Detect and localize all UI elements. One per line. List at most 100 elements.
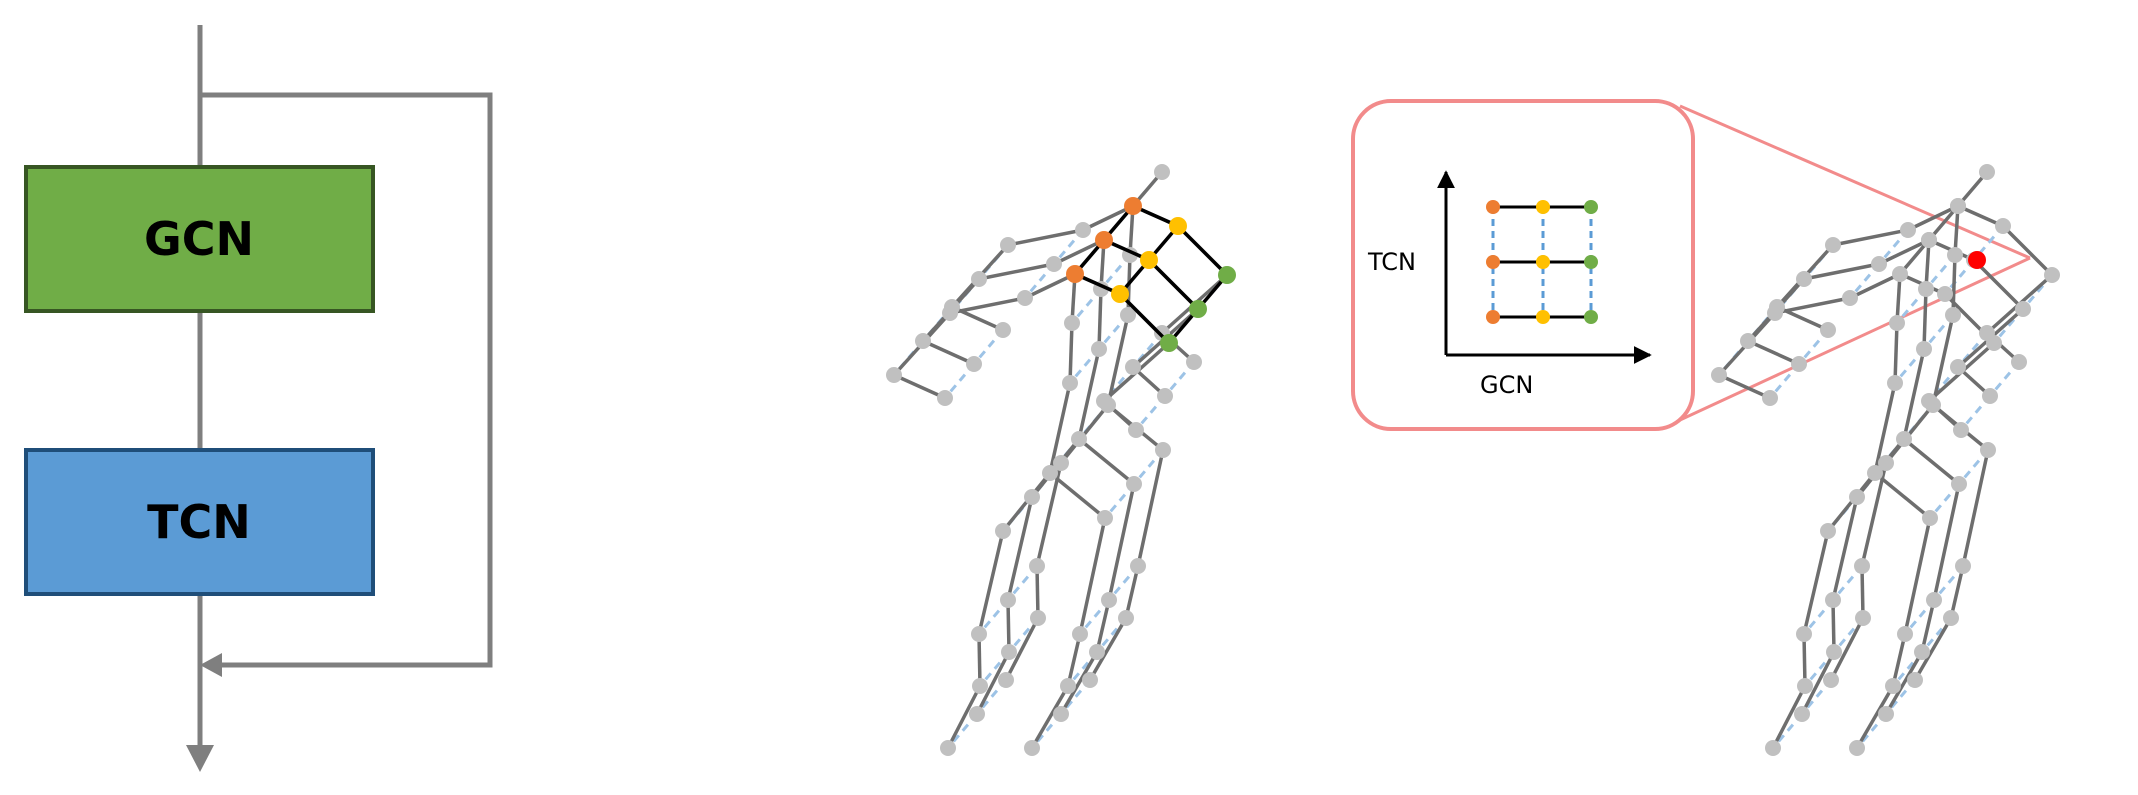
inset-joint-grid [1486,200,1598,324]
inset-x-axis-label: GCN [1480,371,1533,399]
bone [1957,204,2004,228]
highlight-joint-orange [1095,231,1113,249]
bone [1059,651,1099,715]
inset-joint-green [1584,255,1598,269]
residual-arrow-head [200,653,222,677]
bone [2001,224,2054,277]
joint [966,356,982,372]
joint [1855,610,1871,626]
bone [1920,599,1936,653]
bone [893,373,946,400]
joint [1921,232,1937,248]
block-diagram: GCN TCN [24,25,493,772]
joint [1711,367,1727,383]
bone [1903,517,1932,635]
tcn-block-label: TCN [147,495,251,549]
gcn-block-label: GCN [144,212,254,266]
joint [1155,442,1171,458]
joint [1130,558,1146,574]
bone [1951,254,1957,316]
bone [1082,204,1134,232]
joint [915,333,931,349]
inset-joint-yellow [1536,310,1550,324]
joint [1979,164,1995,180]
joint [1128,422,1144,438]
joint [1091,341,1107,357]
joint [1097,510,1113,526]
bone [1095,599,1111,653]
joint [1089,644,1105,660]
joint [969,706,985,722]
joint [1896,431,1912,447]
joint [1126,476,1142,492]
bone [1053,238,1105,266]
joint [1878,706,1894,722]
inset-joint-green [1584,310,1598,324]
joint [886,367,902,383]
joint [972,678,988,694]
bone [1800,651,1836,715]
joint [1950,359,1966,375]
bone [1931,314,1955,406]
bone [1802,530,1830,635]
bone [1006,496,1034,601]
joint [2011,354,2027,370]
bone [1077,348,1101,440]
highlight-joint-yellow [1140,251,1158,269]
joint [2044,267,2060,283]
inset-joint-orange [1486,255,1500,269]
joint [1951,476,1967,492]
joint [971,271,987,287]
joint [1794,706,1810,722]
joint [1892,266,1908,282]
bone [1066,633,1082,687]
joint [1101,592,1117,608]
joint [1926,592,1942,608]
joint [1921,393,1937,409]
bone [1913,617,1953,681]
bone [1107,483,1136,601]
bone [1718,373,1771,400]
highlight-joint-green [1218,266,1236,284]
joint [1937,286,1953,302]
zoom-line-bottom [1679,256,2031,422]
output-arrow-head [186,745,214,772]
joint [1897,626,1913,642]
bone [1972,258,2025,311]
joint [1945,307,1961,323]
bone [1771,685,1807,749]
joint [1096,393,1112,409]
bone [1873,471,1932,520]
bone [1924,239,1931,290]
tcn-block [24,448,375,596]
joint [1000,592,1016,608]
joint [1820,523,1836,539]
skeleton-sequence-unified [1711,164,2060,756]
joint [1060,678,1076,694]
bone [1884,651,1924,715]
bone [1922,288,1928,350]
bone [1832,228,1909,247]
joint [940,740,956,756]
bone [1961,449,1990,567]
bone [1878,238,1930,266]
joint [1767,305,1783,321]
bone [1802,633,1807,687]
joint [1017,290,1033,306]
joint [1826,644,1842,660]
bone [1893,322,1899,384]
bone [1006,599,1011,653]
highlight-spatial-link [1147,258,1200,311]
bone [1902,437,1961,486]
bone [1097,288,1103,350]
bone [1747,339,1800,366]
inset-joint-orange [1486,310,1500,324]
bone [1077,437,1136,486]
joint [1154,164,1170,180]
joint [1071,431,1087,447]
bone [1855,685,1895,749]
joint [2015,301,2031,317]
highlight-joint-orange [1066,265,1084,283]
joint [1053,706,1069,722]
bone [1124,565,1140,619]
